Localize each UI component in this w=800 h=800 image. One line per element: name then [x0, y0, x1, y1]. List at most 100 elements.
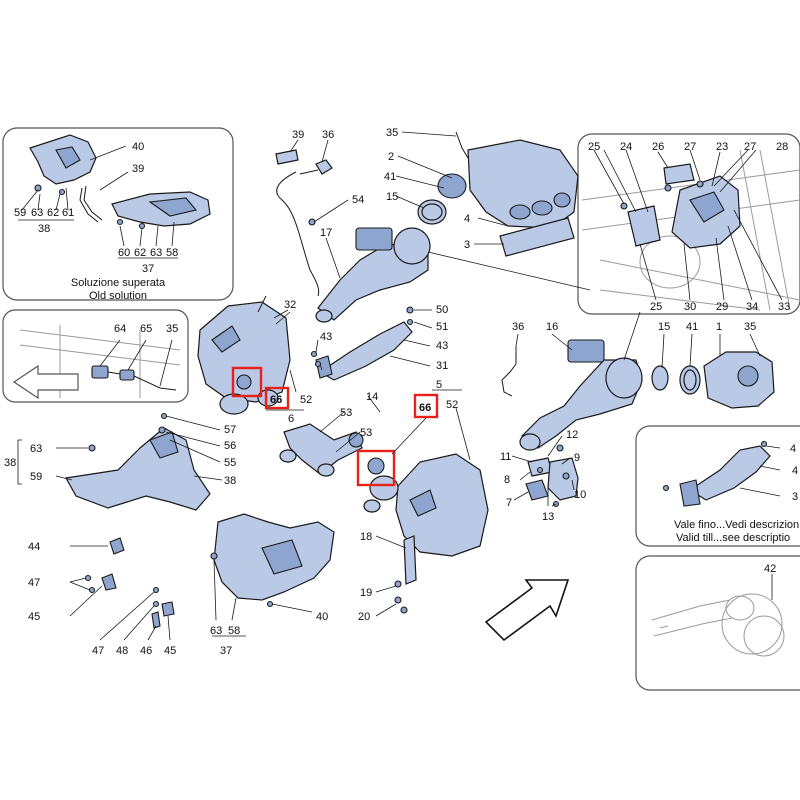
- label-58: 58: [166, 247, 178, 259]
- label-50: 50: [436, 304, 448, 316]
- label-33: 33: [778, 301, 790, 313]
- silencer-left: [197, 301, 291, 403]
- bracket-31-assembly: 50 51 43 31 43: [310, 304, 448, 381]
- label-40-bottom: 40: [316, 611, 328, 623]
- label-23: 23: [716, 141, 728, 153]
- label-65: 65: [140, 323, 152, 335]
- label-29: 29: [716, 301, 728, 313]
- label-46: 46: [140, 645, 152, 657]
- label-6: 6: [288, 413, 294, 425]
- heat-shield-38: [65, 427, 211, 511]
- label-38-right: 38: [224, 475, 236, 487]
- manifold-detail-panel: 25 24 26 27 23 27 28 25 30 29 34 33: [577, 133, 800, 315]
- upper-assembly: 39 36 54 17 35 2 41 15 4 3: [275, 127, 591, 323]
- label-3: 3: [464, 239, 470, 251]
- bracket-31: [318, 321, 413, 381]
- label-62: 62: [47, 207, 59, 219]
- label-35: 35: [166, 323, 178, 335]
- bracket-shield-valid-till: [688, 445, 771, 501]
- highlight-box-left: [231, 366, 263, 398]
- label-14: 14: [366, 391, 378, 403]
- label-64: 64: [114, 323, 126, 335]
- label-59-left: 59: [30, 471, 42, 483]
- label-51: 51: [436, 321, 448, 333]
- label-57: 57: [224, 424, 236, 436]
- label-12: 12: [566, 429, 578, 441]
- label-52-right: 52: [446, 399, 458, 411]
- valid-till-panel: 4 4 3 Vale fino...Vedi descrizion Valid …: [635, 425, 800, 547]
- label-53a: 53: [340, 407, 352, 419]
- label-1: 1: [716, 321, 722, 333]
- lambda-sensor-36: [501, 346, 517, 397]
- label-52-left: 52: [300, 394, 312, 406]
- left-silencer-assembly: 66 32 52 6: [197, 295, 312, 425]
- label-37-bottom: 37: [220, 645, 232, 657]
- label-39: 39: [132, 163, 144, 175]
- old-solution-panel: 40 39 59 63 62 61 38 60 62 63 58 37 Solu…: [2, 127, 234, 302]
- label-16: 16: [546, 321, 558, 333]
- valid-till-caption-en: Valid till...see descriptio: [676, 532, 790, 544]
- clip-45b: [161, 601, 175, 617]
- sleeve-46: [151, 611, 161, 629]
- label-28: 28: [776, 141, 788, 153]
- label-26: 26: [652, 141, 664, 153]
- label-7: 7: [506, 497, 512, 509]
- clip-45a: [101, 573, 117, 591]
- label-31: 31: [436, 360, 448, 372]
- label-24: 24: [620, 141, 632, 153]
- old-solution-caption-en: Old solution: [89, 290, 147, 302]
- label-4: 4: [464, 213, 470, 225]
- label-63b: 63: [150, 247, 162, 259]
- label-35-top: 35: [386, 127, 398, 139]
- label-45a: 45: [28, 611, 40, 623]
- highlight-label-66-left: [264, 386, 290, 410]
- label-18: 18: [360, 531, 372, 543]
- right-catalyst-assembly: 36 16 15 41 1 35: [501, 311, 775, 451]
- heat-shield-38-assembly: 57 56 55 38 63 59 38: [4, 412, 236, 511]
- label-36-right: 36: [512, 321, 524, 333]
- label-59: 59: [14, 207, 26, 219]
- label-58-bottom: 58: [228, 625, 240, 637]
- label-13: 13: [542, 511, 554, 523]
- label-41: 41: [384, 171, 396, 183]
- rubber-mount-7: [525, 479, 549, 501]
- bushing-44: [109, 537, 125, 555]
- highlight-label-66-right: [413, 393, 439, 419]
- label-15: 15: [386, 191, 398, 203]
- label-8: 8: [504, 474, 510, 486]
- label-19: 19: [360, 587, 372, 599]
- label-20: 20: [358, 611, 370, 623]
- label-63-bottom: 63: [210, 625, 222, 637]
- silencer-right: [395, 453, 489, 557]
- label-38: 38: [38, 223, 50, 235]
- label-17: 17: [320, 227, 332, 239]
- hanger-18: [403, 535, 417, 585]
- label-53b: 53: [360, 427, 372, 439]
- label-25b: 25: [650, 301, 662, 313]
- label-32: 32: [284, 299, 296, 311]
- y-pipe-assembly: 53 53 14: [279, 391, 381, 477]
- label-4b: 4: [792, 465, 798, 477]
- label-42: 42: [764, 563, 776, 575]
- label-60: 60: [118, 247, 130, 259]
- direction-arrow-up-right: [484, 579, 570, 642]
- label-41-right: 41: [686, 321, 698, 333]
- label-66-left: 66: [270, 394, 282, 406]
- label-44: 44: [28, 541, 40, 553]
- label-4a: 4: [790, 443, 796, 455]
- old-solution-caption-it: Soluzione superata: [71, 277, 166, 289]
- heat-shield-37-assembly: 63 58 37 40: [210, 513, 335, 657]
- label-3: 3: [792, 491, 798, 503]
- mount-assembly: 12 11 9 8 7 13 10: [500, 429, 586, 523]
- label-62b: 62: [134, 247, 146, 259]
- label-39-top: 39: [292, 129, 304, 141]
- label-54: 54: [352, 194, 364, 206]
- label-63-left: 63: [30, 443, 42, 455]
- label-45b: 45: [164, 645, 176, 657]
- label-40: 40: [132, 141, 144, 153]
- highlight-box-right: [356, 449, 396, 487]
- label-9: 9: [574, 452, 580, 464]
- manifold-gasket: [499, 217, 575, 257]
- label-43a: 43: [436, 340, 448, 352]
